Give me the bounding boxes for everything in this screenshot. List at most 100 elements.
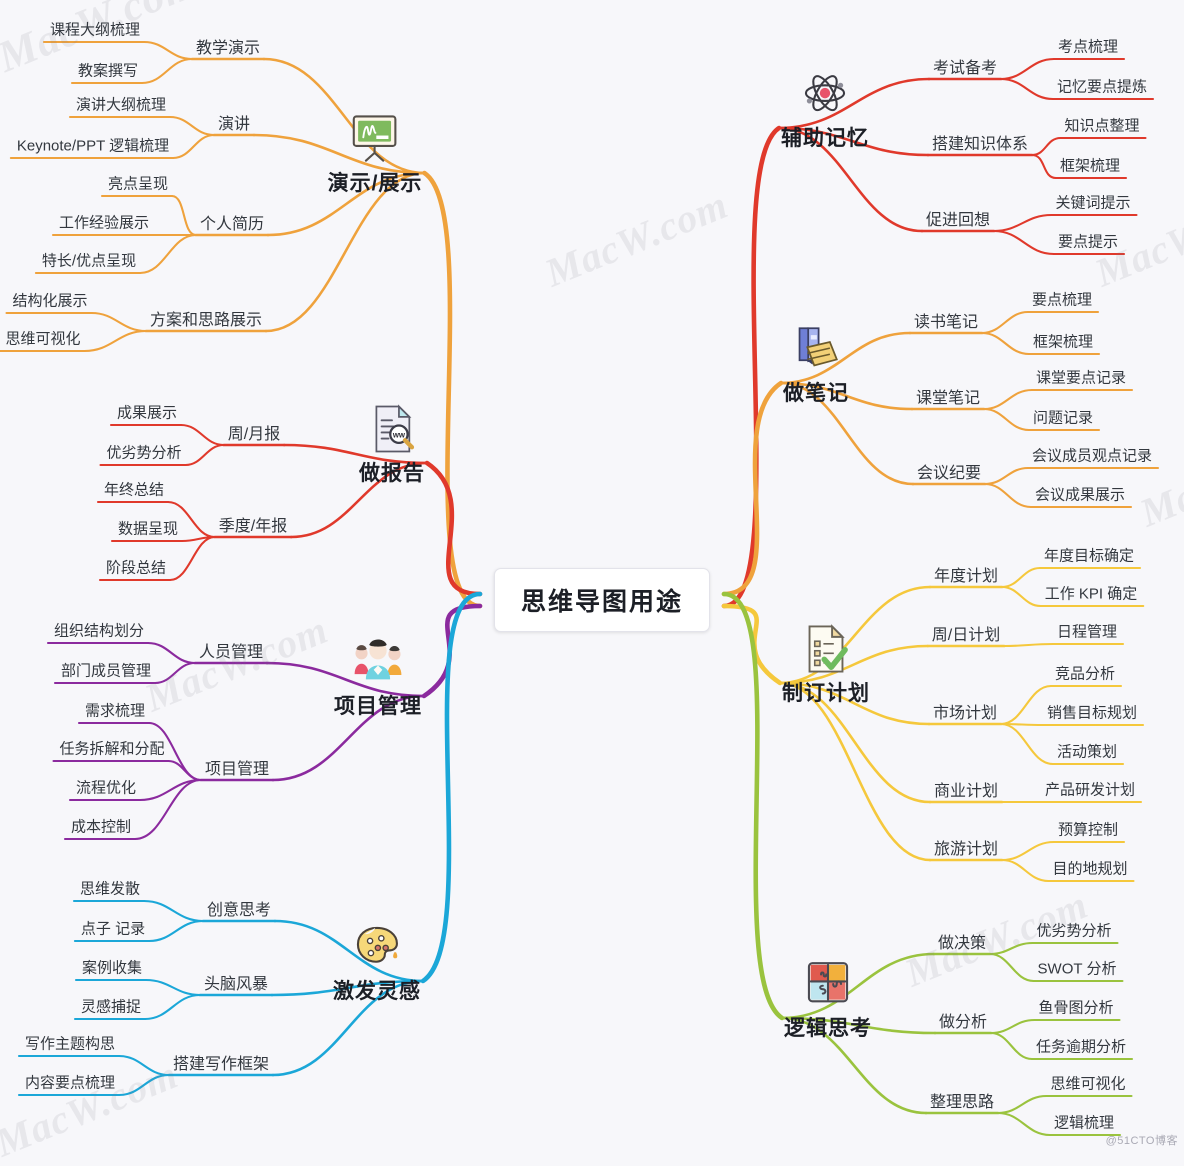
leaf-logic-0-0[interactable]: 优劣势分析: [1036, 922, 1112, 940]
leaf-plan-2-0[interactable]: 竞品分析: [1054, 665, 1116, 683]
leaf-memory-1-0[interactable]: 知识点整理: [1064, 117, 1140, 135]
leaf-notes-1-0[interactable]: 课堂要点记录: [1035, 369, 1127, 387]
subtopic-notes-2[interactable]: 会议纪要: [916, 465, 982, 482]
subtopic-notes-1[interactable]: 课堂笔记: [915, 390, 981, 407]
branch-line: [980, 310, 1030, 335]
subtopic-presentation-2[interactable]: 个人简历: [199, 216, 265, 233]
leaf-logic-0-1[interactable]: SWOT 分析: [1037, 960, 1117, 978]
leaf-presentation-2-0[interactable]: 亮点呈现: [107, 175, 169, 193]
leaf-inspiration-2-0[interactable]: 写作主题构思: [24, 1035, 116, 1053]
leaf-notes-2-1[interactable]: 会议成果展示: [1034, 486, 1126, 504]
leaf-inspiration-0-0[interactable]: 思维发散: [79, 880, 141, 898]
leaf-notes-1-1[interactable]: 问题记录: [1032, 409, 1094, 427]
branch-line: [273, 919, 425, 983]
leaf-presentation-2-1[interactable]: 工作经验展示: [58, 214, 150, 232]
leaf-project-1-0[interactable]: 需求梳理: [84, 702, 146, 720]
leaf-memory-0-1[interactable]: 记忆要点提炼: [1056, 78, 1148, 96]
subtopic-project-0[interactable]: 人员管理: [198, 644, 264, 661]
branch-line: [777, 126, 930, 157]
leaf-presentation-0-0[interactable]: 课程大纲梳理: [49, 21, 141, 39]
subtopic-project-1[interactable]: 项目管理: [204, 761, 270, 778]
main-topic-plan[interactable]: 制订计划: [782, 623, 870, 707]
branch-line: [996, 1111, 1052, 1137]
leaf-presentation-0-1[interactable]: 教案撰写: [77, 62, 139, 80]
leaf-report-1-2[interactable]: 阶段总结: [105, 559, 167, 577]
leaf-memory-1-1[interactable]: 框架梳理: [1059, 157, 1121, 175]
subtopic-plan-3[interactable]: 商业计划: [933, 783, 999, 800]
leaf-presentation-3-1[interactable]: 思维可视化: [5, 330, 81, 348]
subtopic-inspiration-2[interactable]: 搭建写作框架: [172, 1056, 270, 1073]
subtopic-inspiration-0[interactable]: 创意思考: [206, 902, 272, 919]
leaf-inspiration-2-1[interactable]: 内容要点梳理: [24, 1074, 116, 1092]
subtopic-plan-0[interactable]: 年度计划: [933, 568, 999, 585]
branch-line: [172, 133, 216, 160]
branch-line: [282, 443, 429, 465]
branch-line: [422, 170, 483, 609]
subtopic-plan-2[interactable]: 市场计划: [932, 705, 998, 722]
leaf-project-1-2[interactable]: 流程优化: [75, 779, 137, 797]
subtopic-memory-2[interactable]: 促进回想: [925, 212, 991, 229]
leaf-logic-2-1[interactable]: 逻辑梳理: [1053, 1114, 1115, 1132]
main-topic-presentation[interactable]: 演示/展示: [328, 113, 423, 197]
leaf-inspiration-1-1[interactable]: 灵感捕捉: [80, 998, 142, 1016]
leaf-presentation-2-2[interactable]: 特长/优点呈现: [41, 252, 137, 270]
subtopic-inspiration-1[interactable]: 头脑风暴: [203, 976, 269, 993]
leaf-plan-1-0[interactable]: 日程管理: [1056, 623, 1118, 641]
leaf-plan-0-0[interactable]: 年度目标确定: [1043, 547, 1135, 565]
subtopic-memory-0[interactable]: 考试备考: [932, 60, 998, 77]
subtopic-presentation-1[interactable]: 演讲: [217, 116, 251, 133]
leaf-notes-0-1[interactable]: 框架梳理: [1032, 333, 1094, 351]
leaf-inspiration-1-0[interactable]: 案例收集: [81, 959, 143, 977]
leaf-notes-2-0[interactable]: 会议成员观点记录: [1031, 447, 1153, 465]
leaf-memory-2-0[interactable]: 关键词提示: [1055, 194, 1131, 212]
subtopic-memory-1[interactable]: 搭建知识体系: [931, 136, 1029, 153]
subtopic-report-0[interactable]: 周/月报: [227, 426, 281, 443]
leaf-inspiration-0-1[interactable]: 点子 记录: [80, 920, 146, 938]
leaf-project-1-3[interactable]: 成本控制: [70, 818, 132, 836]
puzzle-icon: [800, 958, 856, 1010]
main-topic-project[interactable]: 项目管理: [334, 636, 422, 720]
leaf-logic-2-0[interactable]: 思维可视化: [1050, 1075, 1126, 1093]
leaf-project-0-0[interactable]: 组织结构划分: [53, 622, 145, 640]
leaf-memory-0-0[interactable]: 考点梳理: [1057, 38, 1119, 56]
leaf-plan-2-1[interactable]: 销售目标规划: [1046, 704, 1138, 722]
main-topic-notes[interactable]: 做笔记: [783, 323, 849, 407]
leaf-plan-0-1[interactable]: 工作 KPI 确定: [1044, 585, 1138, 603]
leaf-plan-4-1[interactable]: 目的地规划: [1052, 860, 1128, 878]
branch-line: [778, 681, 932, 862]
subtopic-plan-4[interactable]: 旅游计划: [933, 841, 999, 858]
main-topic-logic[interactable]: 逻辑思考: [784, 958, 872, 1042]
leaf-notes-0-0[interactable]: 要点梳理: [1031, 291, 1093, 309]
leaf-report-0-1[interactable]: 优劣势分析: [106, 444, 182, 462]
branch-line: [90, 311, 148, 333]
branch-line: [142, 899, 205, 923]
subtopic-logic-1[interactable]: 做分析: [938, 1014, 988, 1031]
leaf-plan-4-0[interactable]: 预算控制: [1057, 821, 1119, 839]
leaf-report-1-1[interactable]: 数据呈现: [117, 520, 179, 538]
subtopic-logic-2[interactable]: 整理思路: [929, 1094, 995, 1111]
subtopic-presentation-3[interactable]: 方案和思路展示: [149, 312, 263, 329]
leaf-logic-1-0[interactable]: 鱼骨图分析: [1038, 999, 1114, 1017]
subtopic-presentation-0[interactable]: 教学演示: [195, 40, 261, 57]
leaf-project-1-1[interactable]: 任务拆解和分配: [59, 740, 165, 758]
main-topic-inspiration[interactable]: 激发灵感: [333, 921, 421, 1005]
main-topic-memory[interactable]: 辅助记忆: [781, 68, 869, 152]
leaf-memory-2-1[interactable]: 要点提示: [1057, 233, 1119, 251]
document-search-icon: ww: [364, 403, 420, 455]
leaf-project-0-1[interactable]: 部门成员管理: [60, 662, 152, 680]
leaf-logic-1-1[interactable]: 任务逾期分析: [1035, 1038, 1127, 1056]
subtopic-logic-0[interactable]: 做决策: [937, 935, 987, 952]
leaf-presentation-3-0[interactable]: 结构化展示: [12, 292, 88, 310]
subtopic-report-1[interactable]: 季度/年报: [218, 518, 288, 535]
subtopic-plan-1[interactable]: 周/日计划: [931, 627, 1001, 644]
leaf-plan-2-2[interactable]: 活动策划: [1056, 743, 1118, 761]
subtopic-notes-0[interactable]: 读书笔记: [913, 314, 979, 331]
leaf-report-1-0[interactable]: 年终总结: [103, 481, 165, 499]
branch-line: [982, 388, 1034, 411]
root-node[interactable]: 思维导图用途: [493, 568, 711, 632]
leaf-presentation-1-1[interactable]: Keynote/PPT 逻辑梳理: [16, 137, 170, 155]
leaf-plan-3-0[interactable]: 产品研发计划: [1044, 781, 1136, 799]
leaf-presentation-1-0[interactable]: 演讲大纲梳理: [75, 96, 167, 114]
leaf-report-0-0[interactable]: 成果展示: [116, 404, 178, 422]
